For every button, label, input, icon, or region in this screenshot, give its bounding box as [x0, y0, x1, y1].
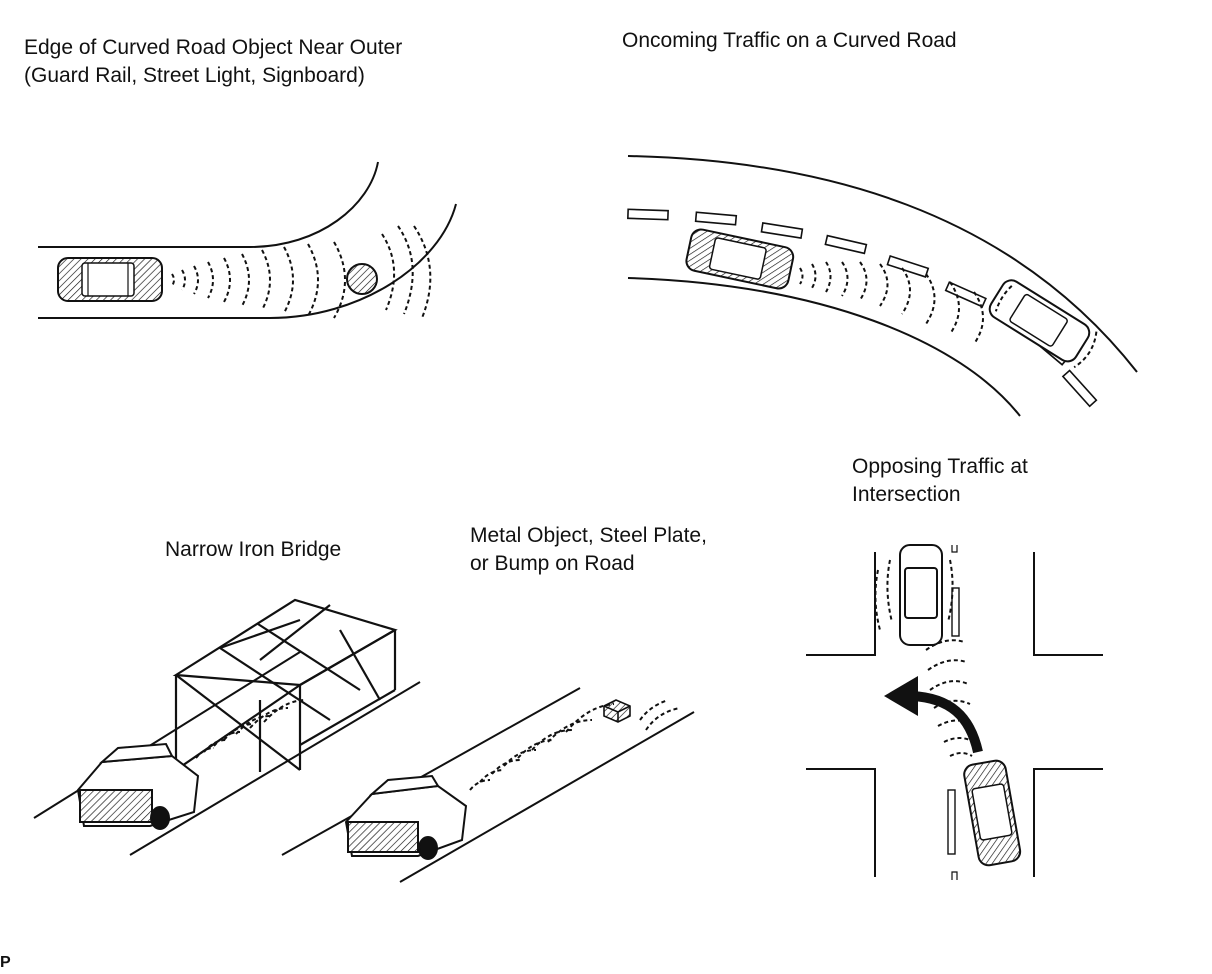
- radar-waves: [799, 261, 984, 345]
- host-vehicle: [76, 742, 200, 830]
- caption-line: Edge of Curved Road Object Near Outer: [24, 36, 403, 59]
- road-corner-top-left: [806, 552, 876, 656]
- roadside-object: [346, 263, 378, 295]
- host-vehicle: [57, 257, 163, 302]
- panel-oncoming-curve: [627, 155, 1138, 417]
- radar-waves: [171, 225, 432, 319]
- turn-arrow: [911, 691, 983, 754]
- road-corner-bottom-right: [1033, 768, 1103, 877]
- road-object: [603, 699, 631, 723]
- radar-waves: [925, 639, 975, 757]
- road-right-edge: [399, 711, 695, 883]
- oncoming-vehicle: [988, 279, 1098, 369]
- road-right-edge: [129, 681, 421, 856]
- lane-divider-bottom: [947, 789, 956, 855]
- radar-waves: [469, 699, 681, 791]
- caption-oncoming-curve: Oncoming Traffic on a Curved Road: [622, 27, 957, 55]
- road-left-edge: [281, 687, 581, 856]
- panel-metal-object: [281, 687, 695, 883]
- road-lower-edge: [627, 277, 1021, 417]
- host-vehicle: [344, 774, 468, 860]
- panel-iron-bridge: [33, 598, 421, 856]
- caption-line: Intersection: [852, 483, 961, 506]
- road-upper-edge: [627, 155, 1138, 373]
- caption-line: Narrow Iron Bridge: [165, 538, 342, 561]
- caption-line: Opposing Traffic at: [852, 455, 1028, 478]
- caption-iron-bridge: Narrow Iron Bridge: [165, 536, 341, 564]
- caption-opposing-intersection: Opposing Traffic at Intersection: [852, 453, 1028, 509]
- caption-line: or Bump on Road: [470, 552, 635, 575]
- caption-line: Oncoming Traffic on a Curved Road: [622, 29, 957, 52]
- figure-code: P: [0, 954, 11, 971]
- radar-waves: [195, 699, 307, 759]
- road-corner-top-right: [1033, 552, 1103, 656]
- turn-arrow-head: [884, 676, 918, 716]
- panel-curved-road-edge: [38, 161, 457, 319]
- caption-metal-object: Metal Object, Steel Plate, or Bump on Ro…: [470, 522, 707, 578]
- caption-line: Metal Object, Steel Plate,: [470, 524, 707, 547]
- road-outer-edge: [38, 203, 457, 319]
- host-vehicle: [685, 228, 795, 290]
- caption-line: (Guard Rail, Street Light, Signboard): [24, 64, 365, 87]
- lane-divider-top: [951, 587, 960, 637]
- panel-opposing-intersection: [806, 544, 1103, 880]
- road-inner-edge: [38, 161, 379, 248]
- opposing-vehicle: [874, 544, 954, 646]
- host-vehicle: [963, 759, 1022, 867]
- caption-curved-road-edge: Edge of Curved Road Object Near Outer (G…: [24, 34, 402, 90]
- road-corner-bottom-left: [806, 768, 876, 877]
